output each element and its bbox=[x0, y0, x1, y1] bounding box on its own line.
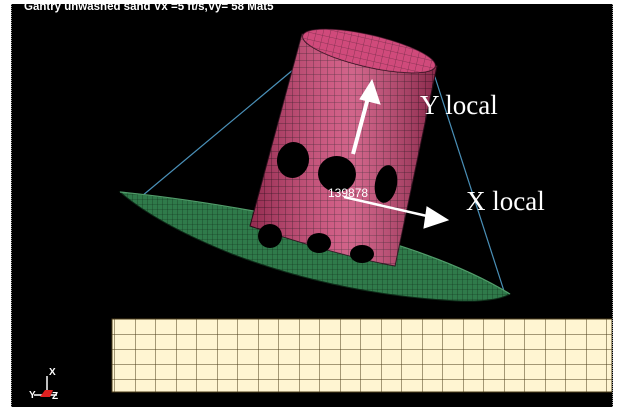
y-local-label: Y local bbox=[420, 90, 498, 120]
triad-y-label: Y bbox=[29, 390, 36, 401]
axis-triad-icon bbox=[34, 376, 57, 397]
scene-svg[interactable] bbox=[12, 4, 612, 407]
soil-block bbox=[111, 318, 612, 393]
x-local-label: X local bbox=[466, 186, 545, 216]
cylinder-holes bbox=[258, 142, 398, 263]
triad-z-label: Z bbox=[52, 391, 59, 402]
3d-viewport[interactable]: Gantry unwashed sand Vx =5 ft/s,Vy= 58 M… bbox=[11, 4, 613, 407]
window-title: Gantry unwashed sand Vx =5 ft/s,Vy= 58 M… bbox=[24, 4, 274, 13]
triad-x-label: X bbox=[49, 367, 56, 378]
local-axis-arrows bbox=[343, 78, 450, 229]
node-id-label: 139878 bbox=[328, 186, 369, 200]
gantry-cylinder bbox=[249, 28, 438, 267]
